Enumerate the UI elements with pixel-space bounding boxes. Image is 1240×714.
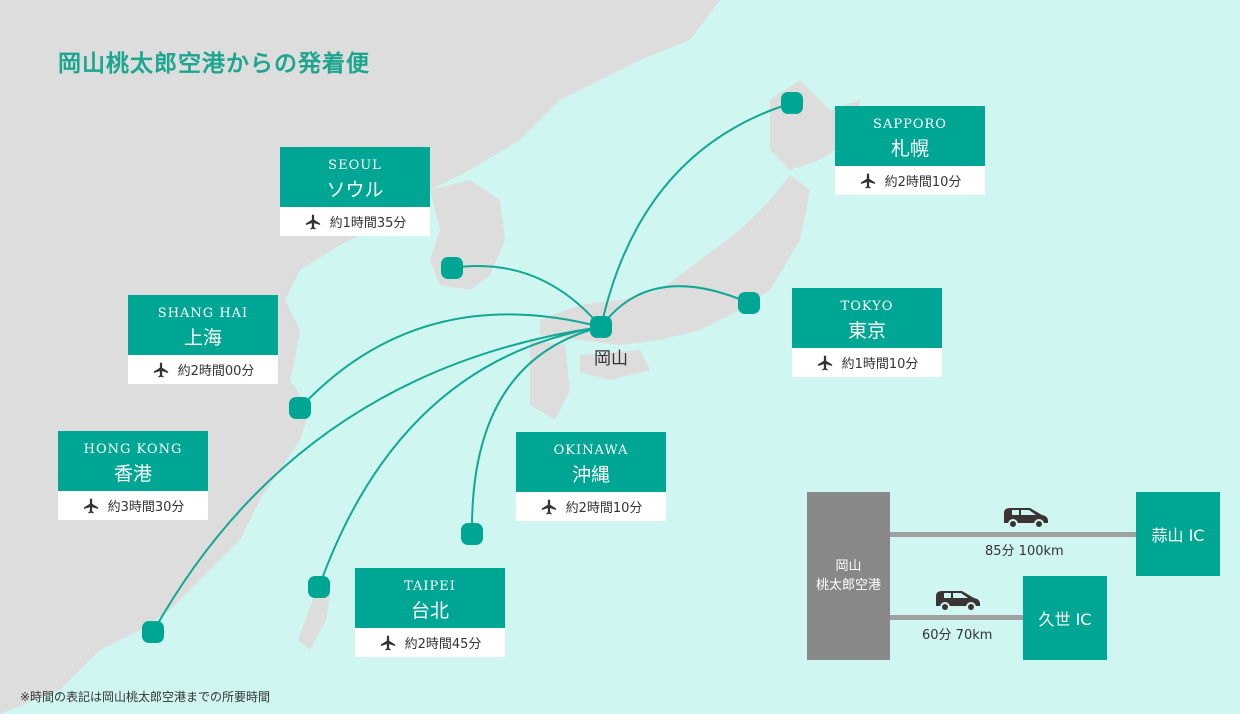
destination-card-sapporo: SAPPORO 札幌約2時間10分 [835, 106, 985, 195]
destination-card-shanghai: SHANG HAI 上海約2時間00分 [128, 295, 278, 384]
city-en: TAIPEI [404, 579, 456, 594]
card-header: OKINAWA 沖縄 [516, 432, 666, 492]
route-taipei [318, 326, 602, 588]
car-icon [936, 591, 980, 612]
airplane-icon [305, 214, 320, 229]
airport-markers [142, 92, 803, 643]
city-en: SHANG HAI [157, 306, 249, 321]
card-footer: 約1時間35分 [280, 207, 430, 236]
flight-time: 約2時間45分 [404, 637, 482, 652]
city-jp: 上海 [183, 327, 222, 349]
flight-time: 約1時間10分 [841, 357, 919, 372]
card-header: SAPPORO 札幌 [835, 106, 985, 166]
city-en: SEOUL [328, 158, 382, 173]
airplane-icon [83, 498, 98, 513]
city-jp: 東京 [847, 320, 886, 342]
distance-hiruzen: 85分 100km [985, 544, 1064, 559]
road-hiruzen [890, 532, 1136, 537]
card-header: HONG KONG 香港 [58, 431, 208, 491]
card-footer: 約3時間30分 [58, 491, 208, 520]
city-en: SAPPORO [873, 117, 947, 132]
airplane-icon [541, 499, 556, 514]
marker-tokyo [738, 292, 760, 314]
origin-label: 岡山 [594, 349, 628, 369]
marker-taipei [308, 576, 330, 598]
flight-time: 約1時間35分 [329, 216, 407, 231]
city-jp: 沖縄 [571, 464, 610, 486]
destination-card-okinawa: OKINAWA 沖縄約2時間10分 [516, 432, 666, 521]
road-kuse [890, 615, 1023, 620]
flight-time: 約2時間00分 [177, 364, 255, 379]
city-en: TOKYO [840, 299, 894, 314]
city-jp: ソウル [326, 179, 384, 201]
airplane-icon [860, 173, 875, 188]
route-hongkong [152, 326, 602, 633]
city-jp: 札幌 [890, 138, 929, 160]
marker-okayama [590, 316, 612, 338]
shikoku [580, 350, 650, 380]
route-tokyo [600, 285, 750, 328]
city-en: OKINAWA [553, 443, 629, 458]
airplane-icon [380, 635, 395, 650]
honshu [540, 175, 810, 345]
card-header: TAIPEI 台北 [355, 568, 505, 628]
marker-hongkong [142, 621, 164, 643]
destination-card-tokyo: TOKYO 東京約1時間10分 [792, 288, 942, 377]
kyushu [530, 340, 570, 420]
card-footer: 約2時間10分 [516, 492, 666, 521]
card-header: TOKYO 東京 [792, 288, 942, 348]
flight-time: 約2時間10分 [884, 175, 962, 190]
ic-hiruzen: 蒜山 IC [1136, 492, 1220, 576]
card-header: SHANG HAI 上海 [128, 295, 278, 355]
destination-card-seoul: SEOUL ソウル約1時間35分 [280, 147, 430, 236]
china-mainland [0, 0, 720, 714]
distance-kuse: 60分 70km [922, 628, 993, 643]
flight-time: 約2時間10分 [565, 501, 643, 516]
destination-card-hongkong: HONG KONG 香港約3時間30分 [58, 431, 208, 520]
flight-time: 約3時間30分 [107, 500, 185, 515]
marker-okinawa [461, 523, 483, 545]
card-footer: 約2時間10分 [835, 166, 985, 195]
flight-routes [152, 102, 793, 633]
route-shanghai [299, 313, 602, 409]
ic-kuse: 久世 IC [1023, 576, 1107, 660]
city-jp: 台北 [410, 600, 449, 622]
car-icon [1004, 508, 1048, 529]
marker-shanghai [289, 397, 311, 419]
destination-card-taipei: TAIPEI 台北約2時間45分 [355, 568, 505, 657]
card-footer: 約2時間45分 [355, 628, 505, 657]
marker-sapporo [781, 92, 803, 114]
route-seoul [451, 265, 602, 328]
airport-label-1: 岡山 [835, 559, 862, 574]
route-sapporo [600, 102, 793, 328]
marker-seoul [441, 257, 463, 279]
page-title: 岡山桃太郎空港からの発着便 [58, 51, 370, 77]
airplane-icon [817, 355, 832, 370]
city-en: HONG KONG [83, 442, 183, 457]
card-footer: 約1時間10分 [792, 348, 942, 377]
route-okinawa [470, 326, 602, 535]
city-jp: 香港 [113, 463, 152, 485]
airport-box: 岡山桃太郎空港 [807, 492, 890, 660]
airport-label-2: 桃太郎空港 [815, 578, 881, 593]
footnote: ※時間の表記は岡山桃太郎空港までの所要時間 [20, 690, 271, 704]
airplane-icon [153, 362, 168, 377]
card-header: SEOUL ソウル [280, 147, 430, 207]
card-footer: 約2時間00分 [128, 355, 278, 384]
